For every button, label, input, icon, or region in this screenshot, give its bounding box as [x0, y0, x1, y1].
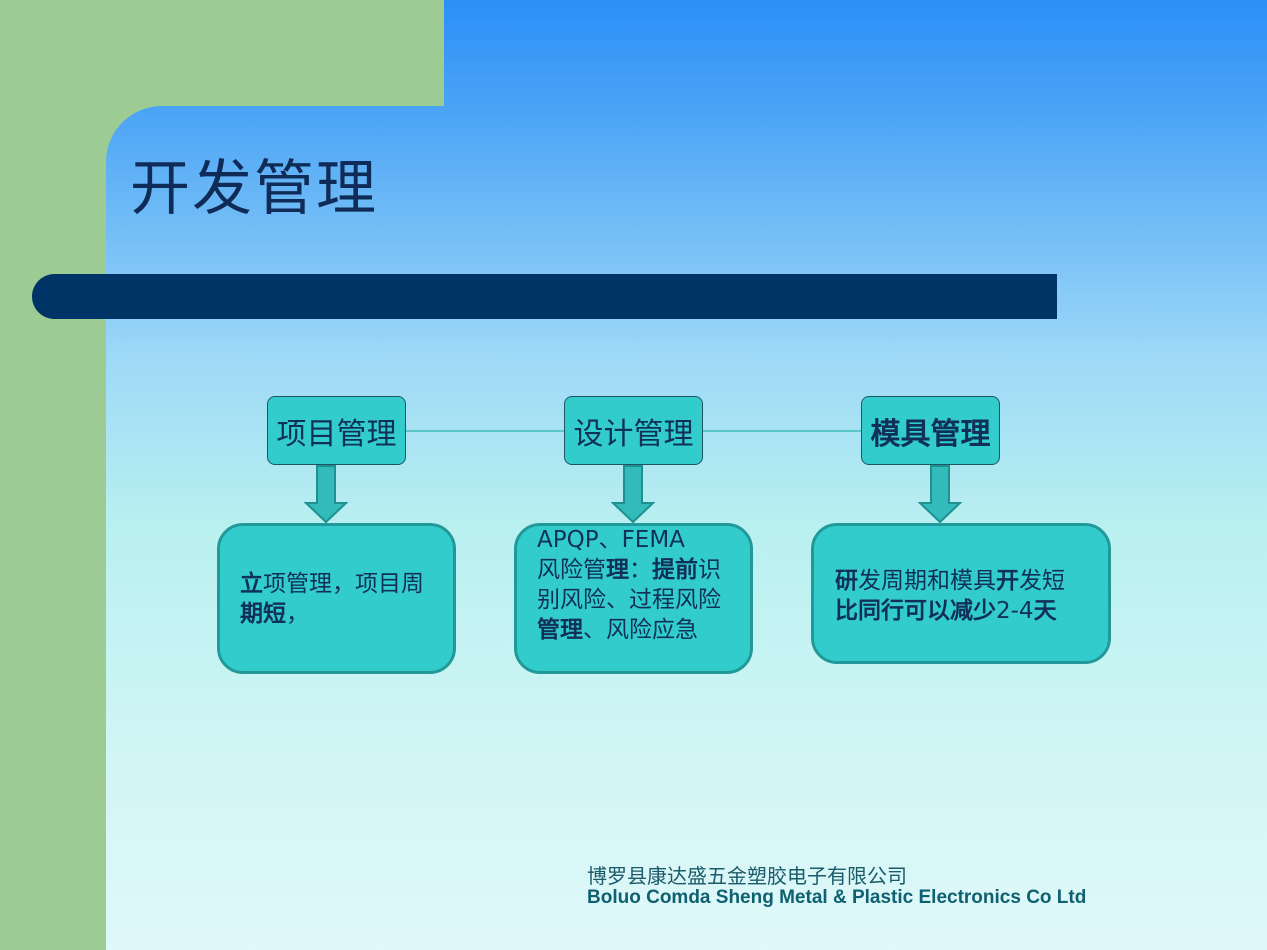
detail-project-management: 立项管理，项目周 期短， [217, 523, 456, 674]
detail-line: 研发周期和模具开发短 [835, 568, 1065, 594]
down-arrow-icon [918, 465, 962, 523]
node-mold-management: 模具管理 [861, 396, 1000, 465]
node-label: 项目管理 [276, 416, 397, 452]
detail-line: APQP、FEMA [537, 527, 685, 553]
top-blue-band [444, 0, 1267, 106]
node-label: 设计管理 [573, 416, 694, 452]
title-underline-bar [32, 274, 1057, 319]
node-project-management: 项目管理 [267, 396, 406, 465]
slide-title: 开发管理 [130, 154, 378, 224]
detail-line: 期短， [240, 601, 309, 627]
detail-line: 立项管理，项目周 [240, 571, 424, 597]
footer-company-name-cn: 博罗县康达盛五金塑胶电子有限公司 [587, 864, 907, 888]
node-design-management: 设计管理 [564, 396, 703, 465]
down-arrow-icon [611, 465, 655, 523]
detail-line: 风险管理：提前识别风险、过程风险 [537, 557, 721, 613]
detail-design-management: APQP、FEMA 风险管理：提前识别风险、过程风险 管理、风险应急 [514, 523, 753, 674]
footer-company-name-en: Boluo Comda Sheng Metal & Plastic Electr… [587, 887, 1087, 908]
detail-line: 管理、风险应急 [537, 617, 698, 643]
connector-project-design [405, 430, 565, 432]
detail-line: 比同行可以减少2-4天 [835, 598, 1057, 624]
down-arrow-icon [304, 465, 348, 523]
connector-design-mold [702, 430, 862, 432]
detail-mold-management: 研发周期和模具开发短 比同行可以减少2-4天 [811, 523, 1111, 664]
node-label: 模具管理 [870, 416, 991, 452]
